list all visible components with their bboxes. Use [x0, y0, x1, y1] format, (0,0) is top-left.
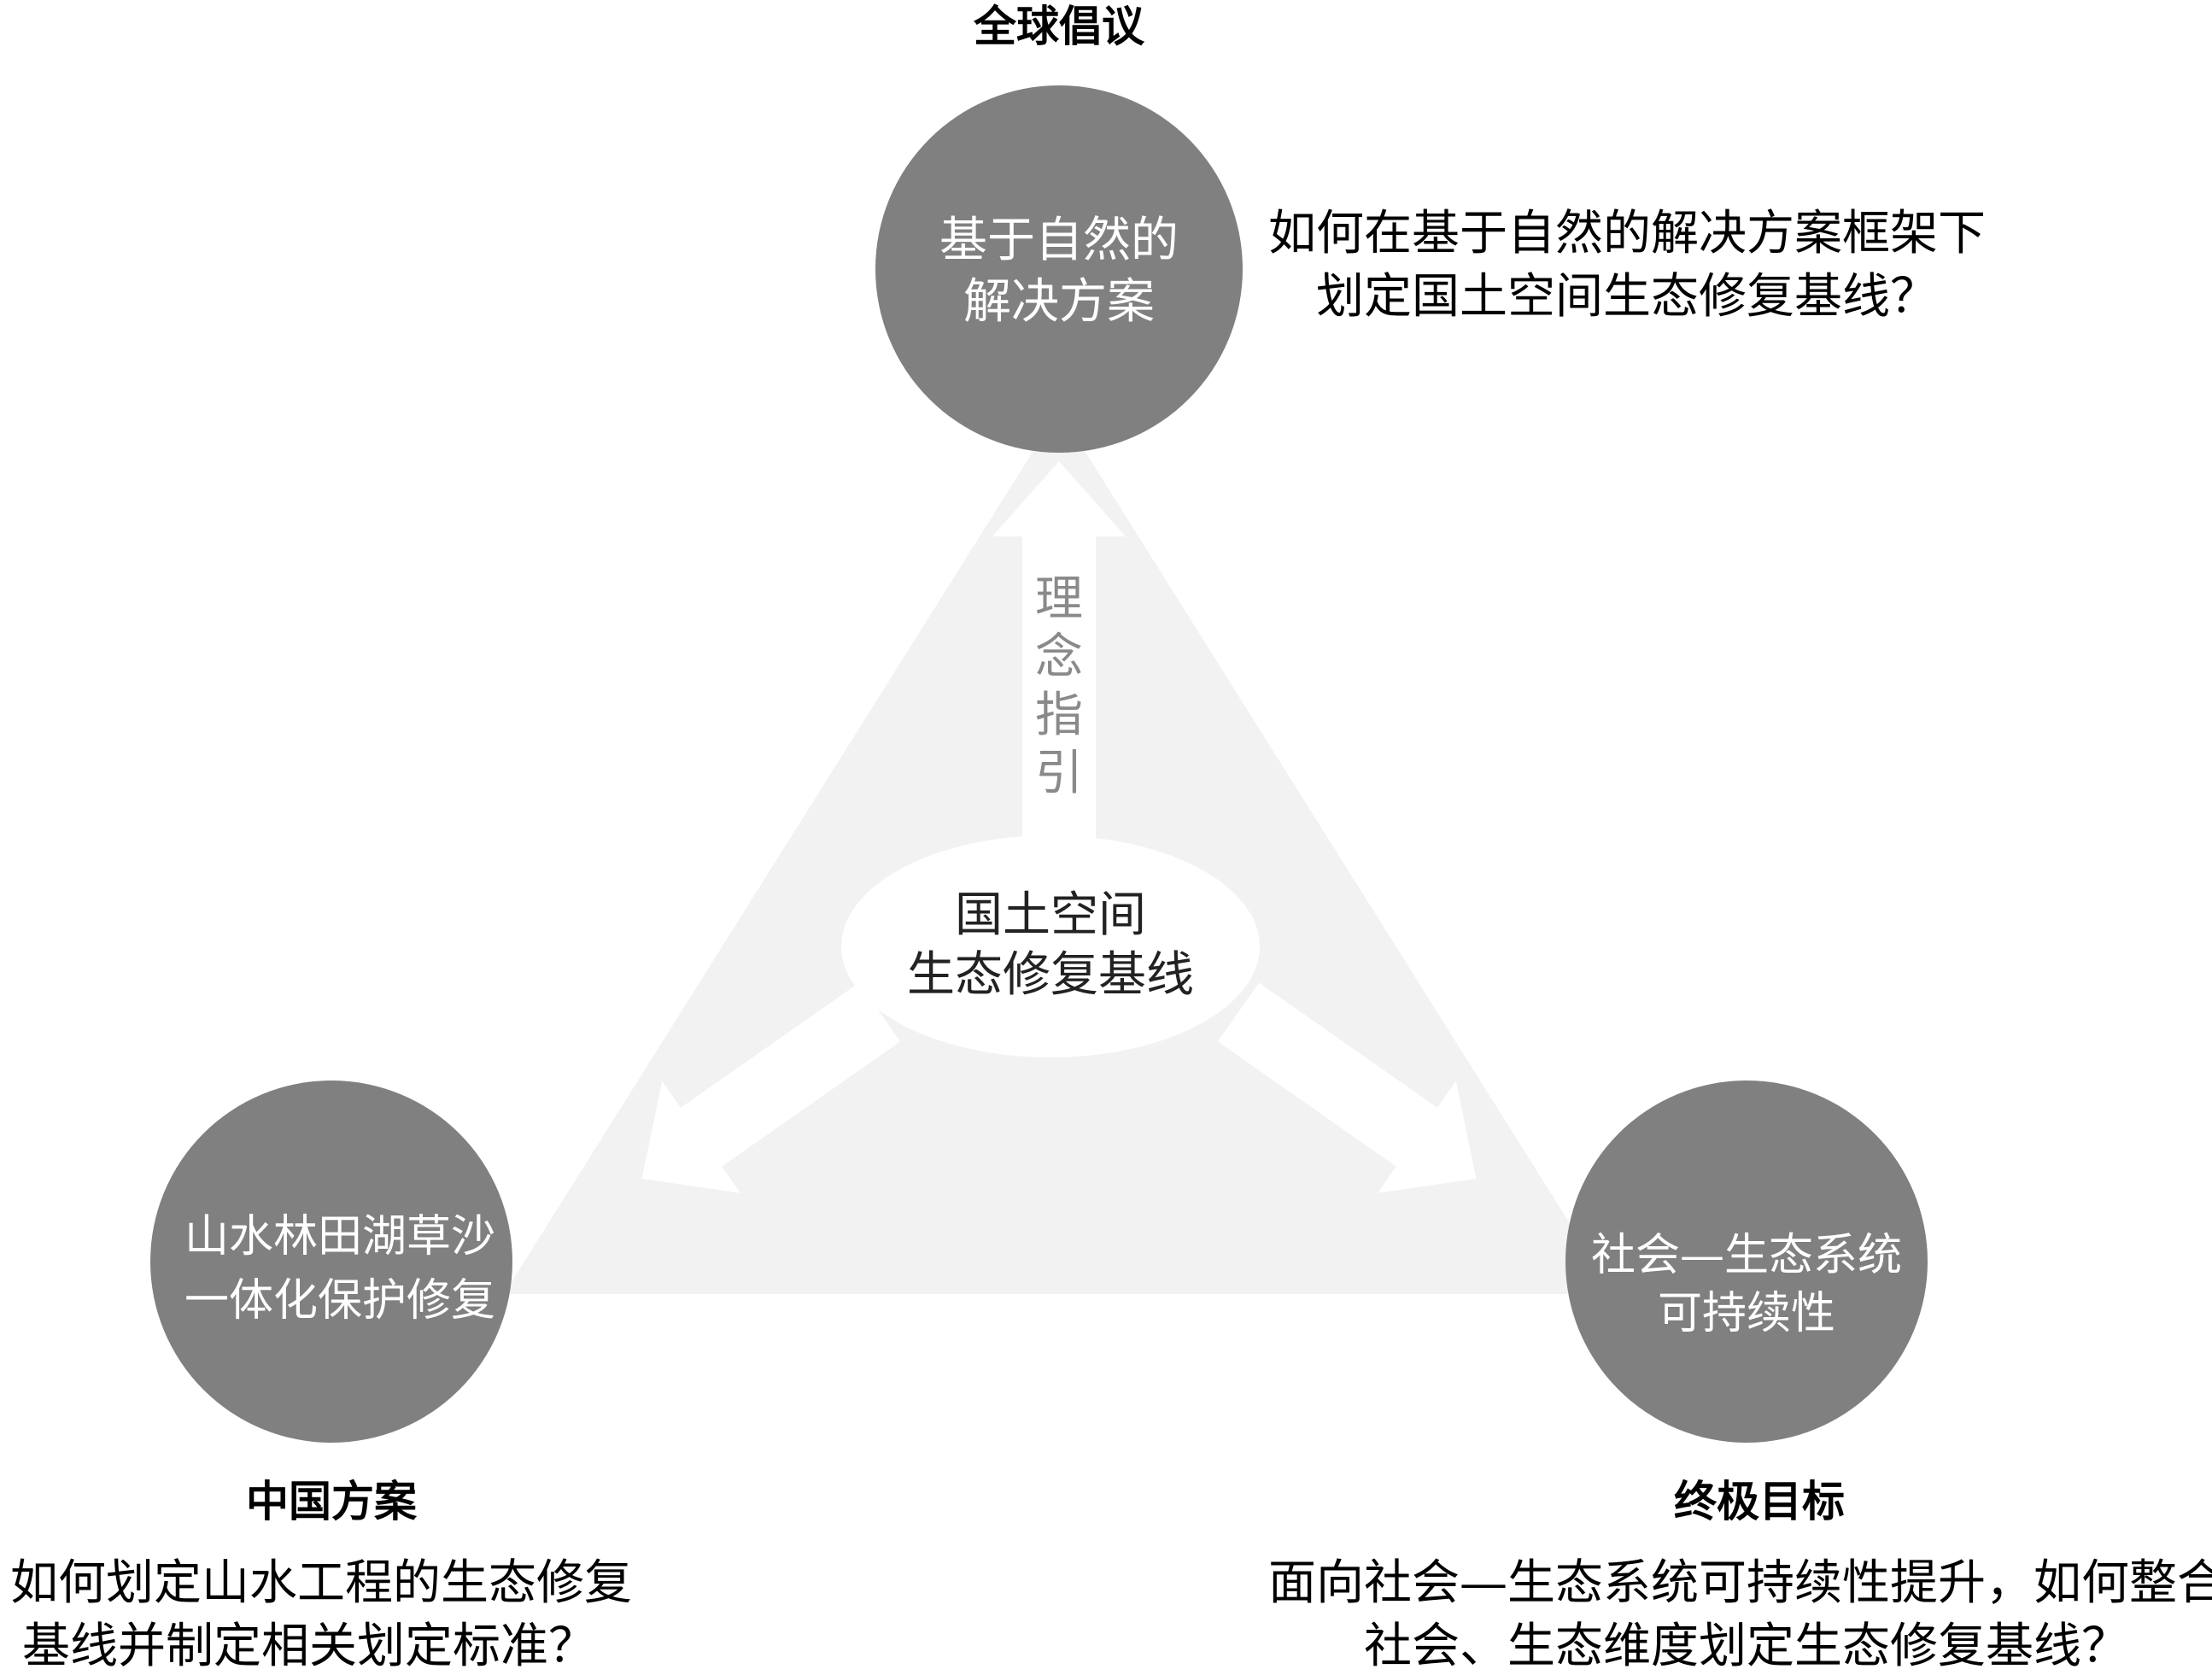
question-right-line2: 社会、生态维度划定生态修复基线？ [1364, 1619, 2129, 1674]
arrow-up-char-4: 引 [1035, 746, 1083, 801]
question-top-line1: 如何在基于自然的解决方案框架下 [1268, 206, 1986, 261]
node-circle-left [150, 1081, 512, 1443]
node-top-line2: 解决方案 [963, 274, 1155, 330]
node-right-line2: 可持续性 [1658, 1288, 1835, 1339]
arrow-up-char-3: 指 [1035, 688, 1083, 743]
question-top-line2: 划定国土空间生态修复基线？ [1316, 269, 1938, 325]
node-nature-based-solutions: 基于自然的 解决方案 [875, 85, 1243, 453]
question-left-line2: 基线并制定相关划定标准？ [22, 1619, 596, 1674]
center-line2: 生态修复基线 [907, 947, 1194, 1003]
arrow-up-char-2: 念 [1035, 630, 1083, 685]
heading-china-solution: 中国方案 [246, 1477, 418, 1526]
center-ellipse [841, 835, 1260, 1057]
node-social-ecological-sustainability: 社会—生态系统 可持续性 [1565, 1081, 1928, 1443]
question-left-line1: 如何划定山水工程的生态修复 [10, 1555, 632, 1611]
center-line1: 国土空间 [955, 887, 1146, 943]
node-circle-top [875, 85, 1243, 453]
center-baseline: 国土空间 生态修复基线 [841, 835, 1260, 1057]
arrow-up [992, 461, 1126, 901]
node-left-line2: 一体化保护修复 [184, 1275, 495, 1327]
heading-ultimate-goal: 终极目标 [1674, 1477, 1845, 1526]
node-mountains-waters-integrated: 山水林田湖草沙 一体化保护修复 [150, 1081, 512, 1443]
arrow-left [641, 982, 901, 1193]
heading-global-initiative: 全球倡议 [973, 2, 1145, 51]
arrow-up-char-1: 理 [1035, 571, 1083, 627]
node-circle-right [1565, 1081, 1928, 1443]
node-top-line1: 基于自然的 [939, 213, 1179, 268]
question-right-line1: 面向社会—生态系统可持续性提升，如何整合 [1268, 1555, 2212, 1611]
arrow-right [1217, 982, 1477, 1193]
node-right-line1: 社会—生态系统 [1591, 1230, 1902, 1281]
node-left-line1: 山水林田湖草沙 [184, 1211, 495, 1262]
